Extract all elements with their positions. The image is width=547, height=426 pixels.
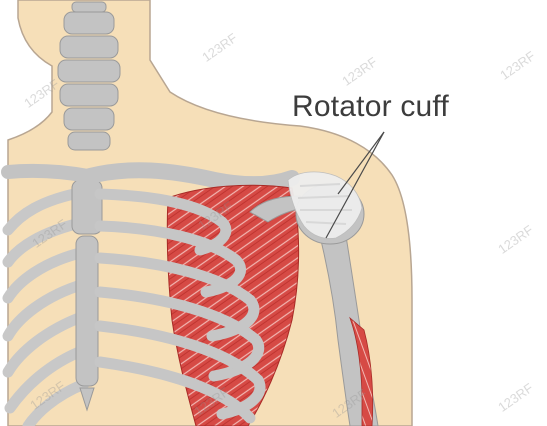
cervical-spine — [58, 2, 120, 150]
rotator-cuff-label: Rotator cuff — [292, 90, 449, 124]
clavicle-left — [8, 171, 88, 176]
